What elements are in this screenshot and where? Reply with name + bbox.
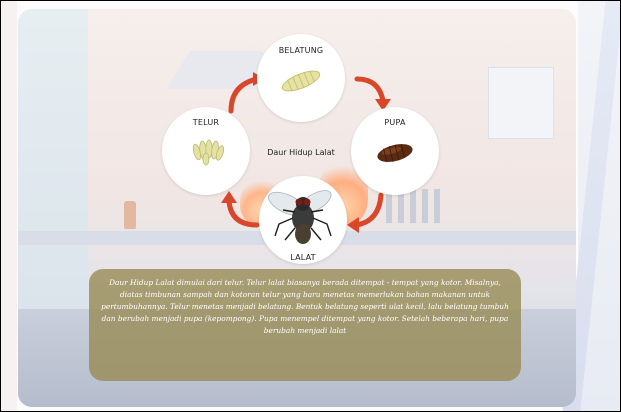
description-text: Daur Hidup Lalat dimulai dari telur. Tel… [99, 277, 511, 337]
left-background-strip [1, 1, 17, 411]
right-background-strip [578, 1, 620, 411]
pupa-icon [375, 141, 415, 165]
stage-belatung: BELATUNG [257, 34, 345, 122]
bottle [124, 201, 136, 229]
stage-label-pupa: PUPA [351, 118, 439, 127]
stage-lalat: LALAT [259, 176, 347, 264]
stage-telur: TELUR [162, 107, 250, 195]
stage-label-belatung: BELATUNG [257, 46, 345, 55]
stage-label-lalat: LALAT [259, 253, 347, 262]
eggs-icon [190, 135, 224, 167]
fly-icon [265, 182, 341, 248]
description-box: Daur Hidup Lalat dimulai dari telur. Tel… [89, 269, 521, 381]
stage-label-telur: TELUR [162, 118, 250, 127]
arrow-lalat-to-telur-icon [217, 191, 261, 235]
arrow-pupa-to-lalat-icon [345, 191, 389, 235]
maggot-icon [277, 66, 325, 96]
diagram-title: Daur Hidup Lalat [259, 148, 343, 157]
kitchen-shelf [488, 67, 554, 139]
stage-pupa: PUPA [351, 107, 439, 195]
